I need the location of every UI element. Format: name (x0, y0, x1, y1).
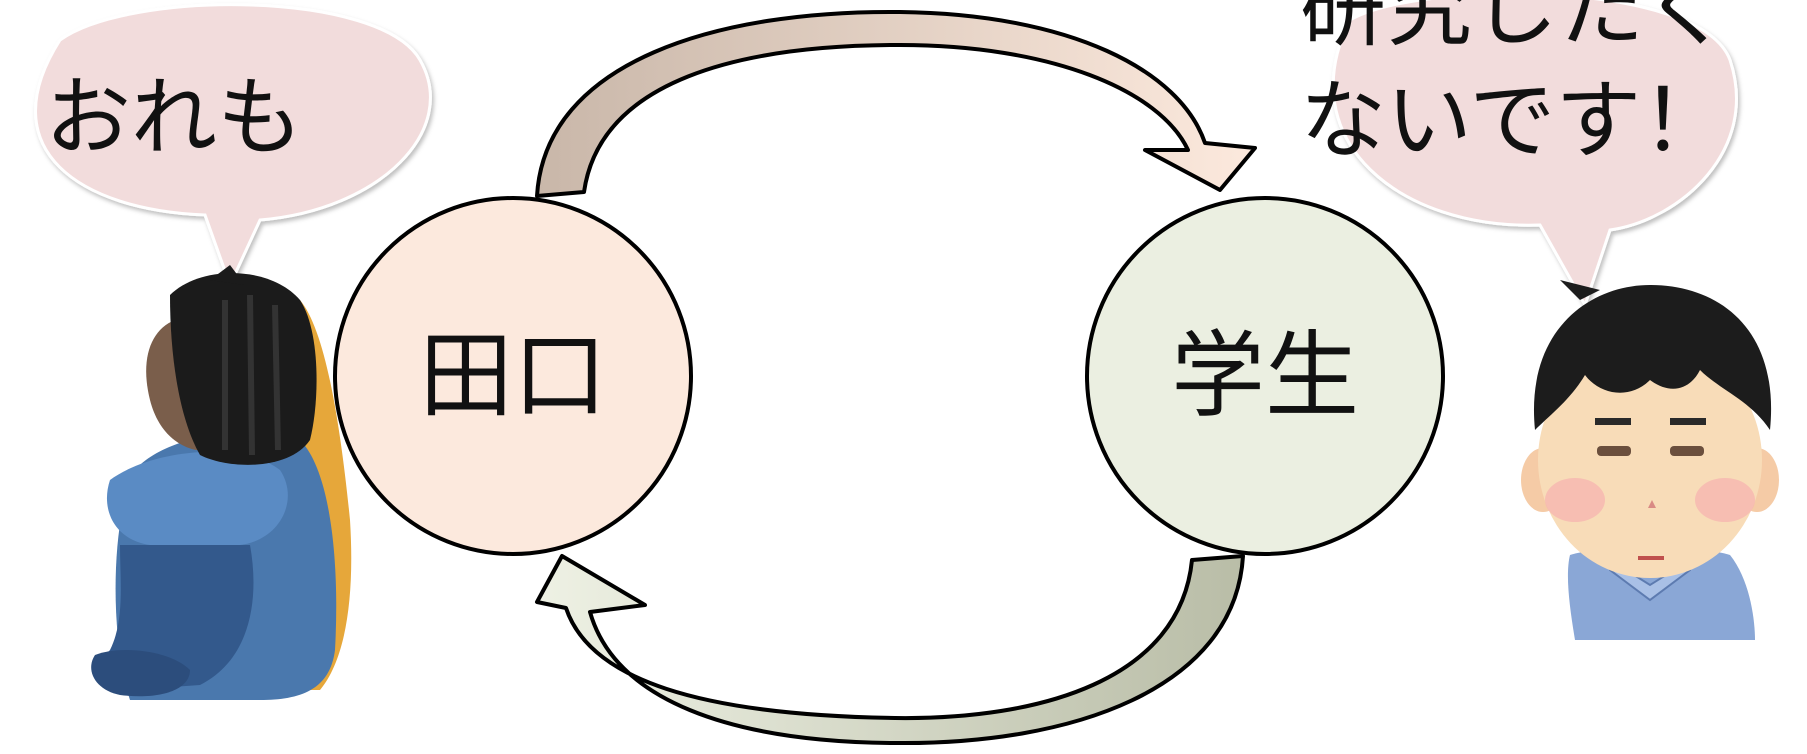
sad-man-sitting-back-icon (91, 265, 352, 700)
node-student-label: 学生 (1171, 322, 1359, 431)
right-bubble-text: 研究したく ないです！ (1300, 0, 1757, 171)
node-tanaka-circle (333, 196, 693, 556)
arrow-tanaka-to-student (535, 9, 1257, 198)
node-student-circle (1085, 196, 1445, 556)
bored-boy-icon (1521, 280, 1779, 640)
right-bubble-line-1: 研究したく (1300, 0, 1730, 59)
node-tanaka: 田口 (333, 196, 693, 556)
right-bubble-line-2: ないです！ (1300, 71, 1727, 171)
node-tanaka-label: 田口 (419, 322, 607, 431)
left-speech-bubble (34, 3, 432, 289)
arrow-student-to-tanaka (535, 554, 1245, 746)
right-speech-bubble (1331, 0, 1738, 309)
left-bubble-text: おれも (45, 68, 303, 168)
node-student: 学生 (1085, 196, 1445, 556)
